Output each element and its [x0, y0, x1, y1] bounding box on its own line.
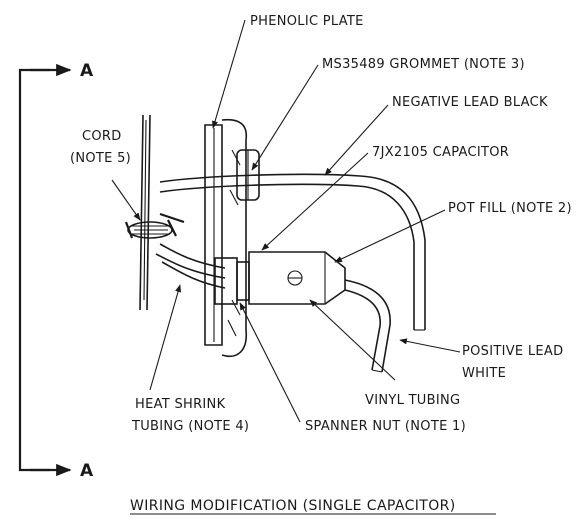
figure-caption: WIRING MODIFICATION (SINGLE CAPACITOR)	[130, 498, 456, 514]
label-positive-lead-line2: WHITE	[462, 366, 506, 381]
label-cord-line2: (NOTE 5)	[70, 151, 131, 166]
label-vinyl-tubing: VINYL TUBING	[365, 393, 460, 408]
section-mark-top: A	[80, 61, 94, 81]
label-grommet: MS35489 GROMMET (NOTE 3)	[322, 57, 525, 72]
label-pot-fill: POT FILL (NOTE 2)	[448, 201, 572, 216]
label-heat-shrink-line1: HEAT SHRINK	[135, 397, 226, 412]
cord-bundle	[124, 114, 185, 311]
label-cord-line1: CORD	[82, 129, 122, 144]
section-mark-bottom: A	[80, 461, 94, 481]
phenolic-plate	[204, 118, 248, 357]
positive-lead	[344, 279, 391, 373]
negative-lead	[159, 173, 426, 331]
label-negative-lead: NEGATIVE LEAD BLACK	[392, 95, 548, 110]
label-spanner-nut: SPANNER NUT (NOTE 1)	[305, 419, 466, 434]
section-line	[18, 63, 72, 477]
capacitor-assembly	[214, 251, 346, 305]
label-capacitor: 7JX2105 CAPACITOR	[372, 145, 509, 160]
label-phenolic-plate: PHENOLIC PLATE	[250, 14, 364, 29]
leader-lines	[111, 19, 461, 423]
label-positive-lead-line1: POSITIVE LEAD	[462, 344, 563, 359]
label-heat-shrink-line2: TUBING (NOTE 4)	[131, 419, 249, 434]
